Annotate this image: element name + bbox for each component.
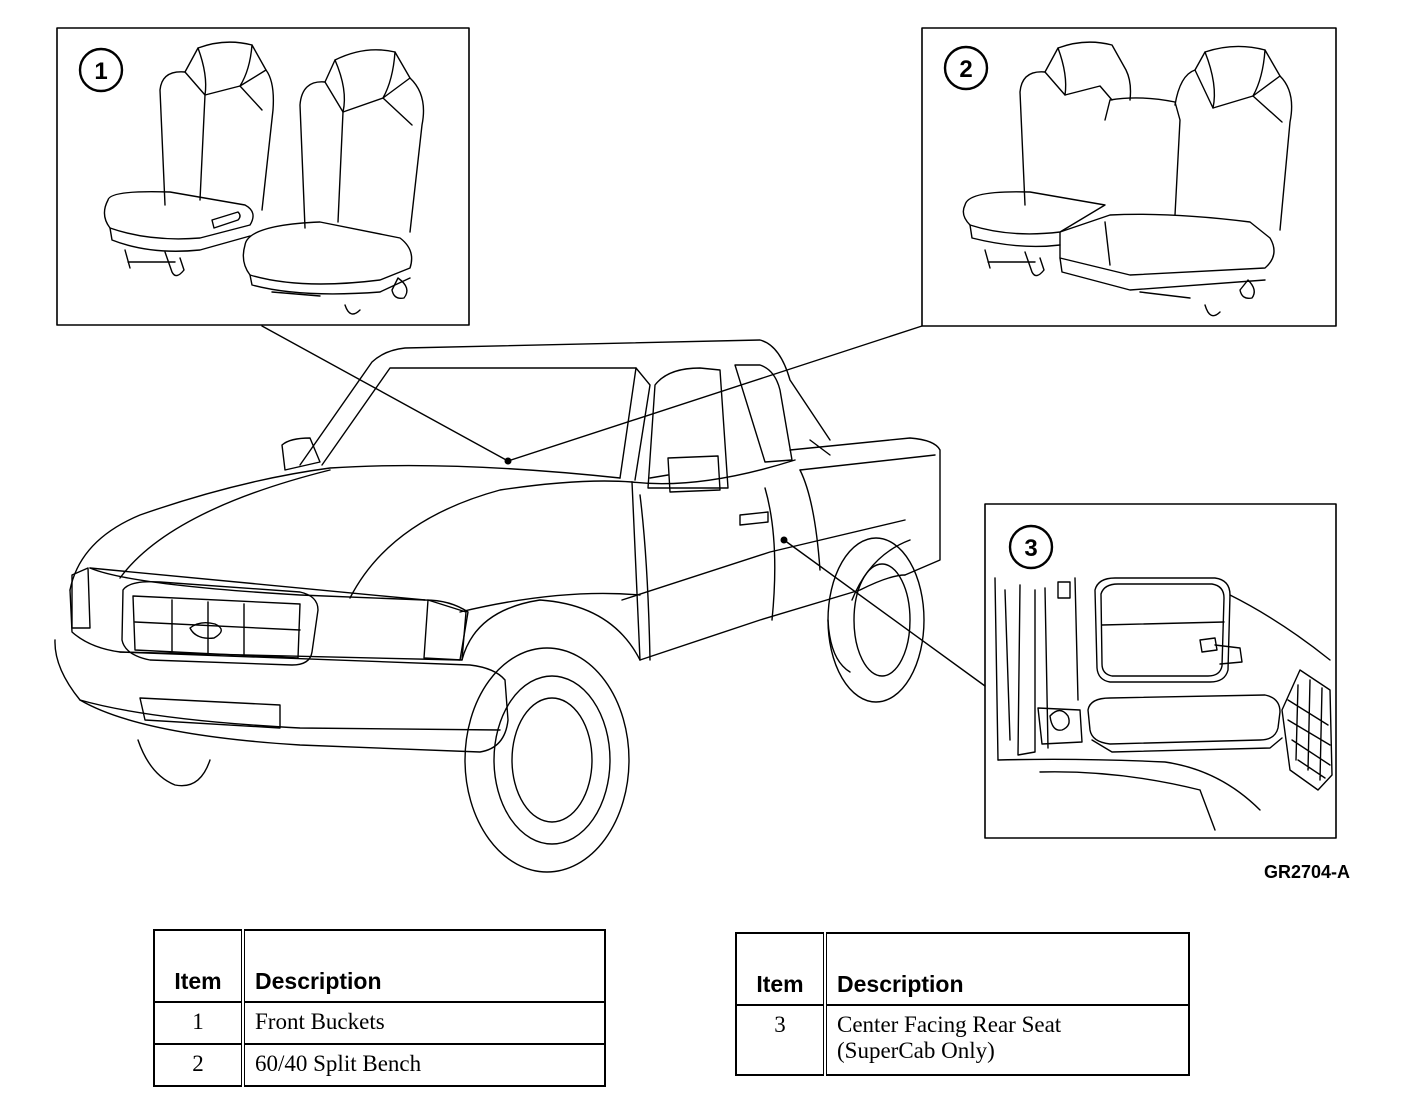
table-row: 1 Front Buckets xyxy=(153,1001,606,1045)
inset-rear-seat: 3 xyxy=(984,503,1337,839)
header-item: Item xyxy=(153,929,244,1003)
callout-3: 3 xyxy=(1008,524,1054,570)
legend-header-row: Item Description xyxy=(735,932,1190,1006)
table-row: 2 60/40 Split Bench xyxy=(153,1043,606,1087)
row-item: 3 xyxy=(735,1004,826,1076)
legend-header-row: Item Description xyxy=(153,929,606,1003)
callout-1: 1 xyxy=(78,47,124,93)
bucket-seat-left-icon xyxy=(103,41,275,277)
inset-split-bench: 2 xyxy=(921,27,1337,327)
rear-jump-seat-icon xyxy=(994,577,1333,831)
legend-table-right: Item Description 3 Center Facing Rear Se… xyxy=(735,932,1190,1076)
row-description-line-1: Center Facing Rear Seat xyxy=(837,1012,1062,1037)
row-item: 2 xyxy=(153,1043,244,1087)
callout-3-label: 3 xyxy=(1024,535,1037,562)
bucket-seat-right-icon xyxy=(242,49,425,315)
legend-table-left: Item Description 1 Front Buckets 2 60/40… xyxy=(153,929,606,1087)
row-description: Center Facing Rear Seat (SuperCab Only) xyxy=(823,1004,1190,1076)
row-description: Front Buckets xyxy=(241,1001,606,1045)
row-item: 1 xyxy=(153,1001,244,1045)
row-description-line-2: (SuperCab Only) xyxy=(837,1038,995,1063)
figure-id: GR2704-A xyxy=(1264,862,1351,882)
table-row: 3 Center Facing Rear Seat (SuperCab Only… xyxy=(735,1004,1190,1076)
leader-lines xyxy=(261,325,986,687)
split-bench-seat-icon xyxy=(962,41,1293,317)
callout-2-label: 2 xyxy=(959,56,972,83)
header-item: Item xyxy=(735,932,826,1006)
row-description: 60/40 Split Bench xyxy=(241,1043,606,1087)
header-description: Description xyxy=(241,929,606,1003)
callout-2: 2 xyxy=(943,45,989,91)
pickup-truck-icon xyxy=(54,339,941,873)
inset-front-buckets: 1 xyxy=(56,27,470,326)
callout-1-label: 1 xyxy=(94,58,107,85)
header-description: Description xyxy=(823,932,1190,1006)
